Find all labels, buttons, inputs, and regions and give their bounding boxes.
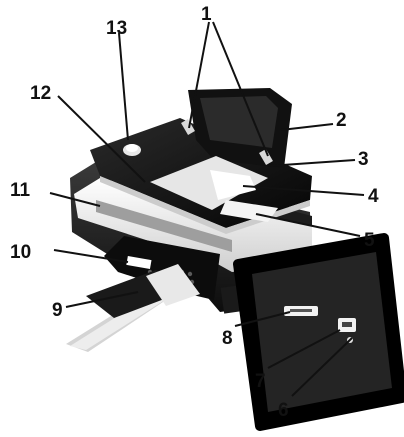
memory-card-inset [220, 233, 404, 431]
callout-12: 12 [30, 83, 51, 104]
leader-4 [242, 185, 365, 196]
leader-12 [57, 95, 146, 183]
callout-labels: 1 2 3 4 5 6 7 8 9 10 11 12 13 [10, 4, 379, 421]
leader-11 [49, 192, 101, 207]
callout-13: 13 [106, 18, 127, 39]
callout-11: 11 [10, 180, 31, 201]
callout-6: 6 [278, 400, 289, 421]
leader-13 [118, 32, 129, 141]
callout-2: 2 [336, 110, 347, 131]
leader-8 [234, 311, 291, 327]
callout-7: 7 [255, 371, 266, 392]
leader-5 [255, 213, 361, 237]
leader-6 [291, 337, 353, 397]
paper-exit-tray [66, 264, 200, 352]
leader-2 [280, 123, 334, 131]
adf-paper-guides [181, 118, 273, 166]
leader-lines [49, 21, 365, 397]
callout-10: 10 [10, 242, 31, 263]
callout-4: 4 [368, 186, 379, 207]
callout-8: 8 [222, 328, 233, 349]
callout-5: 5 [364, 230, 375, 251]
callout-3: 3 [358, 149, 369, 170]
adf-output-tray [150, 156, 268, 210]
leader-10 [53, 249, 129, 263]
leader-3 [267, 159, 356, 167]
callout-9: 9 [52, 300, 63, 321]
leader-1b [212, 21, 269, 157]
leader-1a [188, 21, 210, 129]
leader-9 [65, 291, 139, 308]
leader-7 [267, 329, 341, 369]
callout-1: 1 [201, 4, 212, 25]
